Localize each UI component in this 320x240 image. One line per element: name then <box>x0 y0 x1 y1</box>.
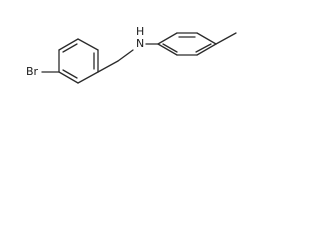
chemical-structure-diagram: Br N H <box>26 25 237 84</box>
ring1-bond-6 <box>58 71 79 84</box>
ring1-bond-5 <box>77 71 99 84</box>
ring2-bond-3 <box>196 32 217 45</box>
hydrogen-label: H <box>136 25 144 38</box>
ring2-double-bond-b <box>195 43 212 53</box>
ring1-double-bond-a <box>62 43 78 53</box>
ring1-bond-3 <box>77 38 99 51</box>
methylene-amine-bond <box>117 49 134 62</box>
nitrogen-label: N <box>136 37 144 50</box>
benzyl-bond <box>97 60 119 73</box>
ring2-double-bond-c <box>162 43 178 53</box>
methyl-bond <box>215 32 237 45</box>
ring2-bond-1 <box>157 32 178 45</box>
ring1-double-bond-c <box>62 69 78 79</box>
tolyl-ring <box>157 32 217 56</box>
ring2-bond-6 <box>157 43 178 56</box>
bromine-label: Br <box>26 65 39 78</box>
bromophenyl-ring <box>58 38 99 84</box>
ring1-bond-2 <box>58 38 79 51</box>
ring2-bond-4 <box>196 43 217 56</box>
